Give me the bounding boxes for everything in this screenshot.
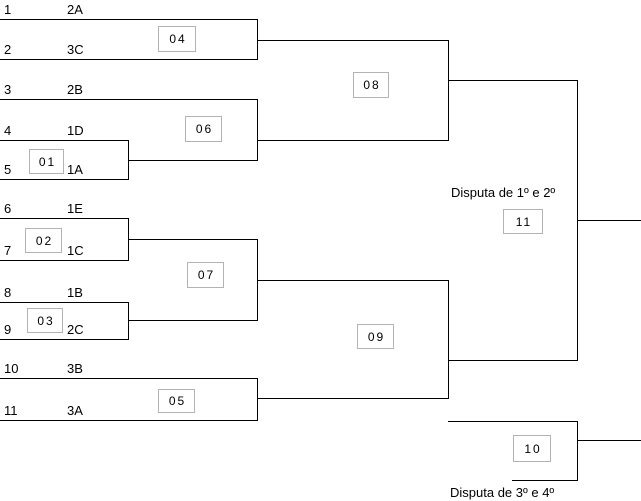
match-09-bracket: [448, 280, 449, 399]
match-box-01: 01: [29, 149, 64, 174]
seed-number: 11: [4, 403, 18, 418]
match-04-winner-line: [257, 40, 448, 41]
seed-line-11: [0, 420, 257, 421]
match-box-03: 03: [27, 308, 63, 333]
match-06-bracket: [257, 99, 258, 161]
seed-number: 6: [4, 201, 12, 216]
match-box-06: 06: [185, 116, 222, 142]
match-09-winner-line: [448, 360, 577, 361]
seed-team: 1E: [67, 201, 83, 216]
match-10-top-line: [448, 421, 577, 422]
match-04-bracket: [257, 19, 258, 60]
seed-number: 4: [4, 123, 12, 138]
match-box-02: 02: [25, 228, 62, 253]
match-03-bracket: [128, 302, 129, 340]
match-06-winner-line: [257, 140, 448, 141]
match-box-07: 07: [187, 262, 224, 288]
seed-number: 3: [4, 82, 12, 97]
seed-line-4: [0, 140, 128, 141]
seed-team: 3A: [67, 403, 83, 418]
match-box-11: 11: [503, 209, 543, 234]
match-05-bracket: [257, 378, 258, 421]
match-10-bracket: [577, 421, 578, 481]
match-03-winner-line: [128, 320, 257, 321]
seed-line-10: [0, 378, 257, 379]
seed-number: 7: [4, 243, 12, 258]
seed-team: 1B: [67, 285, 83, 300]
seed-number: 1: [4, 2, 12, 17]
seed-team: 1D: [67, 123, 84, 138]
seed-team: 1C: [67, 243, 84, 258]
seed-team: 2A: [67, 2, 83, 17]
third-place-match-caption: Disputa de 3º e 4º: [450, 485, 555, 500]
match-08-winner-line: [448, 80, 577, 81]
seed-team: 3C: [67, 42, 84, 57]
match-box-04: 04: [158, 26, 196, 52]
seed-line-6: [0, 218, 128, 219]
seed-line-3: [0, 99, 257, 100]
seed-line-9: [0, 339, 128, 340]
seed-number: 2: [4, 42, 12, 57]
match-02-winner-line: [128, 239, 257, 240]
match-07-winner-line: [257, 280, 448, 281]
seed-line-8: [0, 302, 128, 303]
match-11-winner-line: [577, 220, 641, 221]
seed-line-1: [0, 19, 257, 20]
seed-number: 5: [4, 162, 12, 177]
match-08-bracket: [448, 40, 449, 141]
match-box-09: 09: [357, 324, 394, 349]
seed-line-5: [0, 179, 128, 180]
seed-team: 2B: [67, 82, 83, 97]
seed-line-2: [0, 59, 257, 60]
seed-team: 3B: [67, 361, 83, 376]
seed-number: 10: [4, 361, 19, 376]
seed-number: 9: [4, 322, 12, 337]
seed-team: 1A: [67, 162, 83, 177]
final-match-caption: Disputa de 1º e 2º: [451, 185, 556, 200]
seed-line-7: [0, 260, 128, 261]
match-05-winner-line: [257, 398, 448, 399]
match-10-winner-line: [577, 440, 641, 441]
seed-number: 8: [4, 285, 12, 300]
match-box-05: 05: [158, 389, 195, 413]
match-box-10: 10: [513, 435, 551, 462]
match-box-08: 08: [353, 72, 389, 98]
seed-team: 2C: [67, 322, 84, 337]
match-01-winner-line: [128, 160, 257, 161]
match-10-bottom-line: [512, 480, 577, 481]
